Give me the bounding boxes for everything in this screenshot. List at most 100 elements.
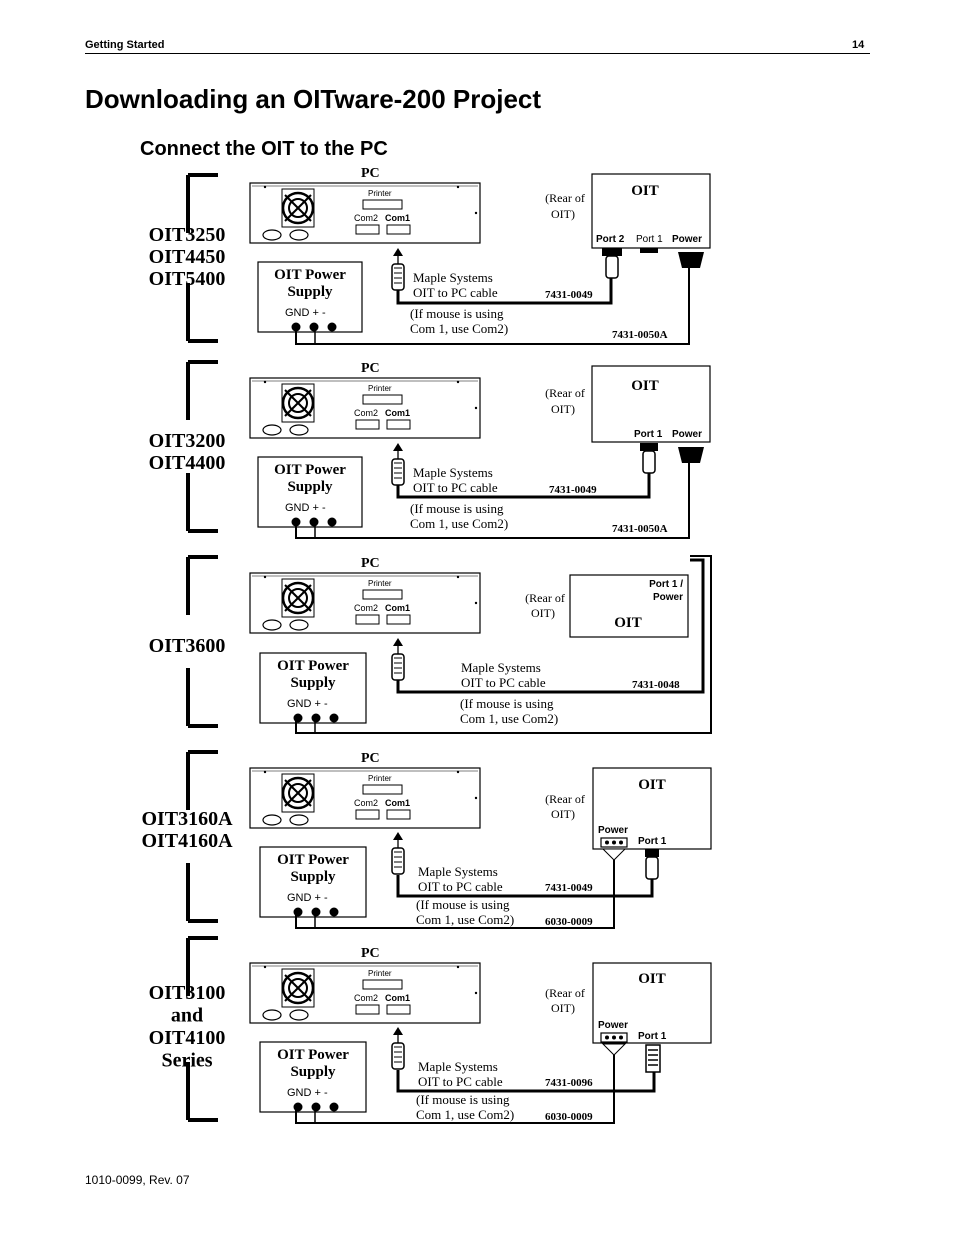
db9-connector-icon [645,856,659,880]
model-name: OIT5400 [149,268,226,290]
cable-part-number: 7431-0048 [632,679,680,691]
oit-box [592,962,712,1044]
power-port-label: Power [672,234,702,245]
oit-box [569,574,689,638]
power-connector-icon [678,252,704,268]
page-number: 14 [852,39,865,51]
power-supply-box [257,261,363,333]
oit-label: OIT [631,183,659,199]
serial-cable [396,875,654,898]
screw-icon [474,601,478,605]
serial-cable [396,558,705,694]
fan-ring-icon [288,393,308,413]
mouse-note: Com 1, use Com2) [416,912,514,927]
power-outlet-icon [289,814,309,826]
printer-port-label: Printer [368,774,392,783]
com2-label: Com2 [354,993,378,1003]
power-supply-title: OIT Power [277,658,349,674]
terminal-icon [293,1102,303,1112]
page-title: Downloading an OITware-200 Project [85,84,542,114]
fan-ring-icon [288,588,308,608]
port1-label: Port 1 [636,234,663,245]
power-inlet-icon [262,619,282,631]
printer-port-icon [362,784,403,795]
oit-box [591,173,711,249]
power-cable [295,860,615,929]
pc-label: PC [361,946,380,961]
terminal-icon [311,713,321,723]
power-supply-box [259,652,367,724]
fan-ring-icon [288,198,308,218]
rj-connector-icon [645,1044,661,1073]
power-outlet-icon [289,1009,309,1021]
oit-label: OIT [638,971,666,987]
power-outlet-icon [289,424,309,436]
rear-note: (Rear of [545,191,585,205]
power-plug-icon [601,1043,627,1056]
cable-desc: OIT to PC cable [413,285,498,300]
power-cable [295,463,690,539]
oit-label: OIT [638,777,666,793]
oit-box [592,767,712,850]
db9-connector-icon [605,255,619,279]
power-supply-box [259,1041,367,1113]
com1-port-icon [386,419,411,430]
power-supply-title: OIT Power [277,1047,349,1063]
printer-port-icon [362,394,403,405]
cable-part-number: 7431-0096 [545,1077,593,1089]
power-cable-part-number: 6030-0009 [545,1111,593,1123]
screw-icon [456,185,460,189]
power-inlet-icon [262,1009,282,1021]
model-name: OIT4160A [141,830,233,852]
com2-port-icon [355,614,380,625]
arrow-icon [393,1027,403,1035]
com1-port-icon [386,809,411,820]
terminal-icon [619,1035,623,1040]
terminal-icon [329,713,339,723]
mouse-note: (If mouse is using [460,696,554,711]
terminal-icon [293,907,303,917]
oit-label: OIT [614,615,642,631]
power-cable [295,1055,615,1124]
com1-label: Com1 [385,798,410,808]
port1-connector-icon [640,248,658,253]
mouse-note: Com 1, use Com2) [410,516,508,531]
com1-label: Com1 [385,993,410,1003]
section-subtitle: Connect the OIT to the PC [140,138,388,160]
cable-desc: OIT to PC cable [418,879,503,894]
power-supply-terminals: GND + - [285,502,326,514]
model-name: OIT3200 [149,430,226,452]
rear-note: (Rear of [545,986,585,1000]
cable-desc: Maple Systems [413,270,493,285]
mouse-note: (If mouse is using [416,897,510,912]
screw-icon [456,770,460,774]
fan-blade-icon [284,584,312,612]
com2-label: Com2 [354,408,378,418]
cable-part-number: 7431-0049 [545,882,593,894]
power-supply-title: Supply [287,479,333,495]
rear-note: OIT) [551,207,575,221]
model-name: OIT3160A [141,808,233,830]
power-supply-terminals: GND + - [285,307,326,319]
terminal-icon [605,1035,609,1040]
power-outlet-icon [289,229,309,241]
fan-blade-icon [284,389,312,417]
power-supply-box [259,846,367,918]
terminal-icon [293,713,303,723]
com1-label: Com1 [385,213,410,223]
com1-port-icon [386,614,411,625]
power-inlet-icon [262,814,282,826]
com2-label: Com2 [354,603,378,613]
printer-port-label: Printer [368,579,392,588]
rear-note: OIT) [551,1001,575,1015]
power-cable-part-number: 7431-0050A [612,329,668,341]
fan-blade-icon [284,779,312,807]
terminal-icon [311,907,321,917]
terminal-icon [309,322,319,332]
cable-desc: OIT to PC cable [413,480,498,495]
com1-port-icon [386,1004,411,1015]
terminal-icon [327,517,337,527]
arrow-icon [393,443,403,451]
